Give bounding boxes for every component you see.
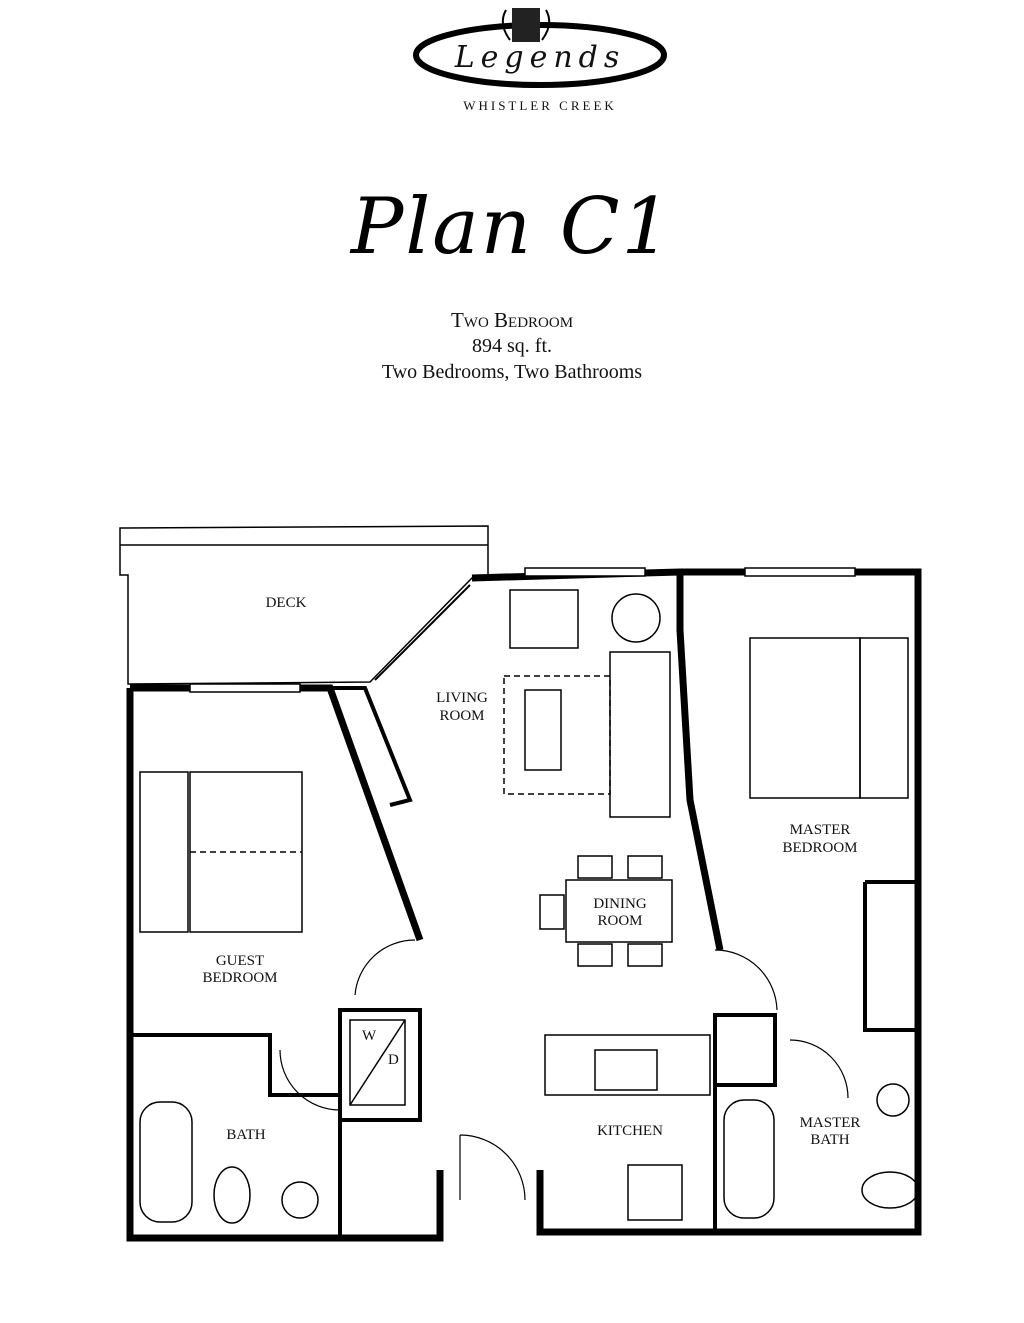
entry-door-swing — [459, 1134, 526, 1201]
dining-chair — [577, 855, 613, 879]
room-label-dining-1: DINING — [593, 896, 646, 912]
dining-chair — [539, 894, 565, 930]
dining-chair — [627, 943, 663, 967]
dining-chair — [627, 855, 663, 879]
room-label-master-2: BEDROOM — [782, 840, 857, 856]
master-headboard — [859, 637, 909, 799]
room-label-guest-1: GUEST — [216, 953, 264, 969]
area-rug — [503, 675, 611, 795]
logo-subtitle: WHISTLER CREEK — [463, 98, 617, 113]
plan-type: Two Bedroom — [450, 308, 574, 332]
master-window — [744, 567, 856, 577]
sofa — [609, 651, 671, 818]
master-closet — [713, 1013, 777, 1087]
guest-door-swing — [354, 939, 416, 996]
plan-title: Plan C1 — [350, 182, 674, 272]
plan-rooms-summary: Two Bedrooms, Two Bathrooms — [381, 361, 643, 383]
living-window — [524, 567, 646, 577]
washer-dryer — [349, 1019, 406, 1106]
room-label-bath: BATH — [226, 1127, 265, 1143]
side-table — [611, 593, 661, 643]
room-label-master-bath-1: MASTER — [800, 1115, 861, 1131]
stove — [627, 1164, 683, 1221]
logo-wordmark: Legends — [454, 40, 626, 75]
room-label-deck: DECK — [266, 595, 307, 611]
guest-bedroom-wall — [130, 684, 424, 942]
label-washer: W — [362, 1028, 377, 1044]
toilet — [213, 1166, 251, 1224]
master-wardrobe-wall — [863, 880, 918, 1032]
master-bathtub — [723, 1099, 775, 1219]
legends-logo: Legends WHISTLER CREEK — [410, 0, 670, 120]
label-dryer: D — [388, 1052, 399, 1068]
fireplace-wall — [330, 686, 413, 807]
guest-closet-wall — [130, 1033, 340, 1097]
room-label-master-1: MASTER — [790, 822, 851, 838]
deck-outline — [119, 525, 489, 685]
kitchen-sink — [594, 1049, 658, 1091]
room-label-guest-2: BEDROOM — [202, 970, 277, 986]
master-bath-door-swing — [789, 1039, 849, 1099]
logo-emblem — [413, 8, 667, 88]
master-bed — [749, 637, 861, 799]
bath-sink — [281, 1181, 319, 1219]
master-bath-sink — [876, 1083, 910, 1117]
laundry-closet — [338, 1008, 422, 1122]
kitchen-counter — [544, 1034, 711, 1096]
deck-sliding-door — [374, 584, 471, 681]
plan-area: 894 sq. ft. — [472, 335, 552, 357]
dining-table — [565, 879, 673, 943]
room-label-kitchen: KITCHEN — [597, 1123, 663, 1139]
armchair — [509, 589, 579, 649]
master-bedroom-wall — [676, 572, 724, 951]
guest-headboard — [139, 771, 189, 933]
coffee-table — [524, 689, 562, 771]
exterior-wall-right — [471, 568, 922, 1236]
dining-chair — [577, 943, 613, 967]
bathtub — [139, 1101, 193, 1223]
room-label-master-bath-2: BATH — [810, 1132, 849, 1148]
guest-window — [189, 683, 301, 693]
room-label-living-1: LIVING — [436, 690, 488, 706]
master-door-swing — [714, 949, 778, 1011]
bath-door-swing — [279, 1049, 341, 1111]
exterior-wall-left — [126, 688, 444, 1242]
washer-dryer-divider — [349, 1019, 406, 1106]
master-toilet — [861, 1171, 919, 1209]
room-label-dining-2: ROOM — [597, 913, 642, 929]
room-label-living-2: ROOM — [439, 708, 484, 724]
